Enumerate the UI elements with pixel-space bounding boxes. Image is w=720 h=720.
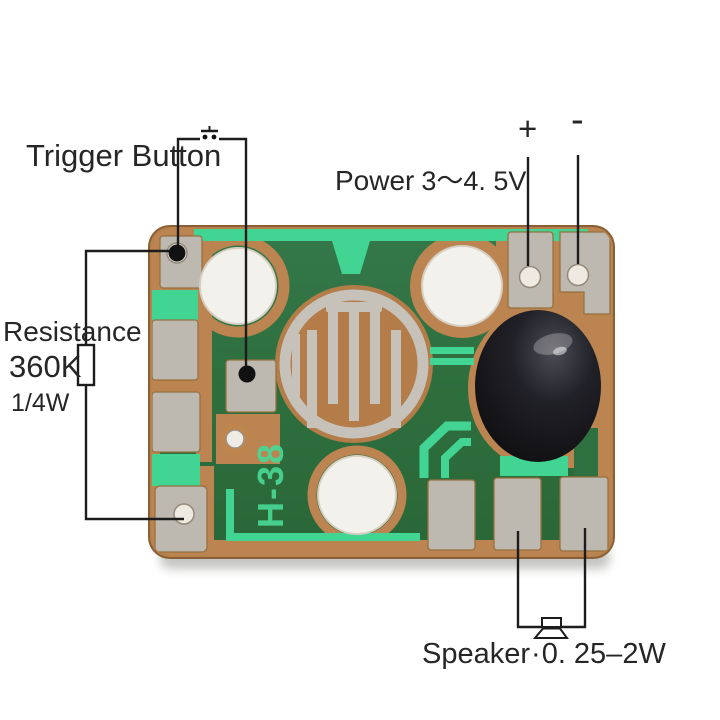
power-plus-sign: +	[518, 110, 538, 147]
pcb-board	[148, 225, 615, 559]
trigger-leader-right	[219, 137, 248, 367]
push-button-icon	[201, 126, 218, 140]
chip-blob	[475, 310, 601, 462]
speaker-label: Speaker·0. 25–2W	[422, 639, 666, 669]
annotation-dots	[168, 244, 256, 383]
resistance-leader-top	[84, 249, 170, 345]
trigger-button-label: Trigger Button	[26, 138, 222, 173]
resistance-leader-bottom	[84, 385, 184, 521]
board-marking-silkscreen: H-38	[250, 441, 291, 529]
trigger-pad	[225, 359, 277, 413]
trigger-leader-left	[176, 137, 200, 249]
annotation-lines	[84, 137, 587, 629]
power-label-text: Power	[335, 165, 415, 196]
power-value: 3～4. 5V	[421, 166, 527, 196]
resistance-rating: 1/4W	[11, 389, 70, 417]
mounting-holes	[199, 245, 503, 535]
mint-trace-lines	[226, 421, 471, 541]
power-minus-sign: -	[571, 99, 584, 141]
resistance-label: Resistance	[3, 316, 142, 347]
speaker-leader-right	[561, 528, 587, 629]
speaker-leader-left	[516, 531, 542, 629]
solder-pads	[152, 231, 611, 553]
speaker-separator: ·	[531, 638, 541, 670]
small-via	[220, 424, 250, 454]
speaker-icon	[532, 617, 569, 639]
resistance-value: 360K	[9, 349, 82, 384]
mint-traces	[152, 229, 588, 486]
speaker-value: 0. 25–2W	[541, 638, 666, 670]
resistor-icon	[76, 343, 96, 387]
comb-pattern	[279, 289, 429, 439]
speaker-pad-1	[427, 479, 476, 551]
speaker-label-text: Speaker	[422, 638, 531, 670]
